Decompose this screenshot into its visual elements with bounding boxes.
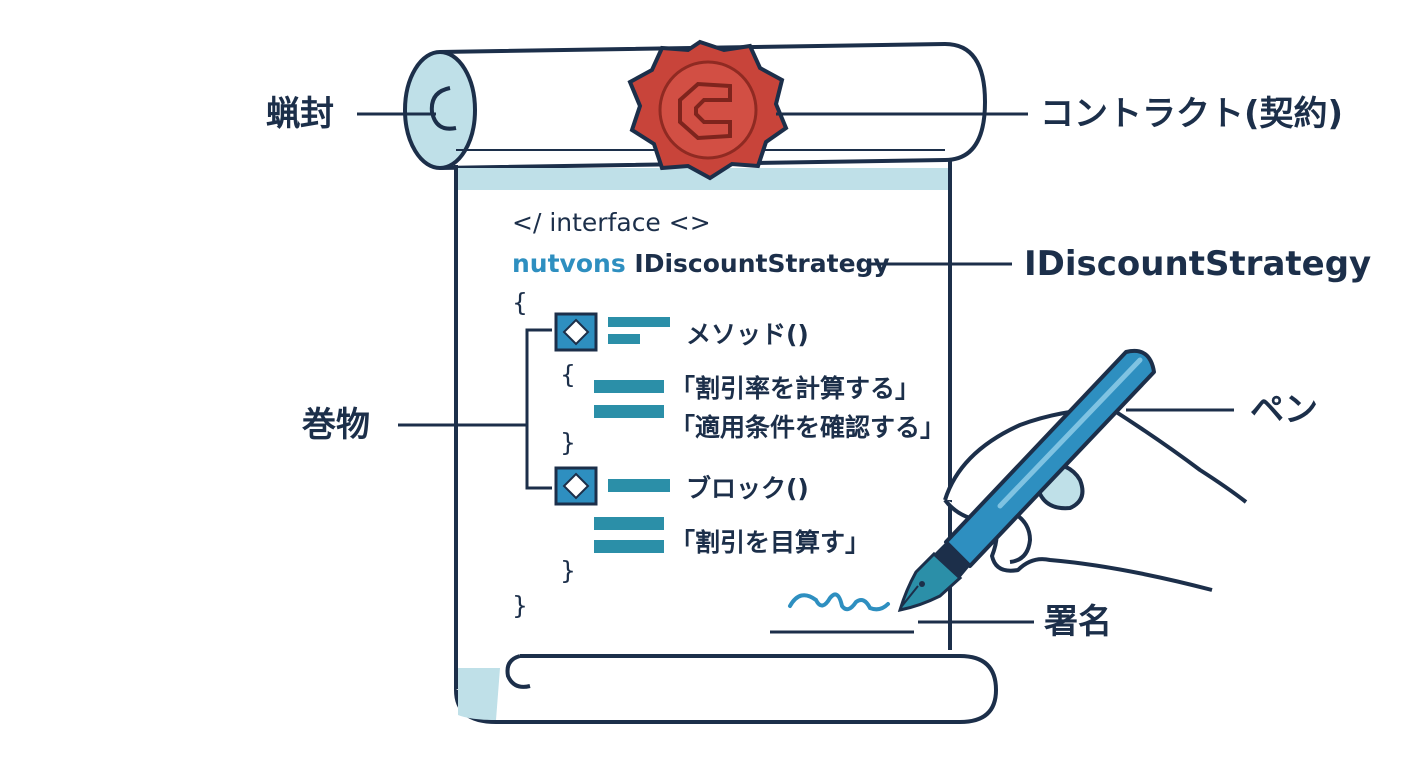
code-line1: 「割引率を計算する」: [670, 374, 921, 403]
wax-seal-c-icon: [627, 39, 789, 181]
line1-bar: [594, 380, 664, 393]
method-diamond-icon: [554, 466, 598, 506]
label-interface-name: IDiscountStrategy: [1024, 244, 1372, 284]
code-header: </ interface <>: [512, 208, 711, 237]
method1-bar-short: [608, 334, 640, 344]
code-inner2-close: }: [560, 556, 576, 585]
label-scroll: 巻物: [302, 405, 370, 445]
method-diamond-icon: [554, 312, 598, 352]
code-method1: メソッド(): [686, 320, 809, 349]
leader-lines: [357, 112, 1234, 624]
scroll-bottom-roll: [454, 654, 999, 724]
signature-mark: [770, 592, 914, 634]
code-keyword: nutvons: [512, 249, 626, 278]
code-inner-close: }: [560, 428, 576, 457]
method1-bar-long: [608, 317, 670, 327]
fountain-pen-icon: [897, 349, 1156, 612]
label-pen: ペン: [1250, 390, 1318, 430]
code-interface-name: IDiscountStrategy: [634, 249, 890, 278]
code-declaration: nutvons IDiscountStrategy: [512, 251, 890, 276]
code-line3: 「割引を目算す」: [670, 528, 871, 557]
code-method2: ブロック(): [686, 474, 809, 503]
label-contract: コントラクト(契約): [1040, 94, 1344, 134]
line3-bar-b: [594, 540, 664, 553]
code-open-brace: {: [512, 288, 528, 317]
scroll-paper: [454, 160, 952, 690]
code-line2: 「適用条件を確認する」: [670, 413, 946, 442]
label-signature: 署名: [1044, 602, 1112, 642]
line2-bar: [594, 405, 664, 418]
code-inner-open: {: [560, 360, 576, 389]
line3-bar-a: [594, 517, 664, 530]
label-seal: 蝋封: [266, 94, 334, 134]
method-tree-bracket: [525, 328, 552, 490]
code-close-brace: }: [512, 591, 528, 620]
method2-bar: [608, 479, 670, 492]
